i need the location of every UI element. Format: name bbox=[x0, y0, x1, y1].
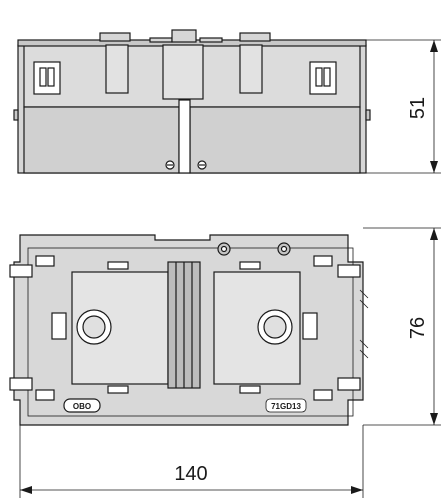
side-view-post bbox=[162, 44, 204, 100]
top-view-slot bbox=[239, 385, 261, 394]
side-view-center-slot bbox=[178, 99, 191, 174]
top-view-latch-right bbox=[302, 312, 318, 340]
side-view-tab bbox=[199, 37, 223, 43]
top-view-corner-clip bbox=[35, 255, 55, 267]
side-view-tab bbox=[149, 37, 173, 43]
top-view-corner-clip bbox=[35, 389, 55, 401]
brand-mark: OBO bbox=[73, 402, 91, 411]
top-view-corner-clip bbox=[313, 255, 333, 267]
top-view-slot bbox=[239, 261, 261, 270]
top-view-latch-left bbox=[51, 312, 67, 340]
part-number: 71GD13 bbox=[271, 402, 301, 411]
side-view-lower-right bbox=[189, 106, 361, 174]
top-view-inner-frame bbox=[27, 247, 354, 417]
side-view-tab bbox=[239, 32, 271, 42]
side-view-tab bbox=[99, 32, 131, 42]
top-view-edge-tab bbox=[337, 264, 361, 278]
dimension-lines bbox=[19, 39, 441, 498]
side-view-post bbox=[105, 44, 129, 94]
side-view-clip-right bbox=[309, 61, 337, 95]
side-view-lower-left bbox=[23, 106, 180, 174]
side-view-tab bbox=[171, 29, 197, 43]
dimension-width: 140 bbox=[174, 463, 207, 485]
side-view-clip-left bbox=[33, 61, 61, 95]
top-view-slot bbox=[107, 385, 129, 394]
top-view-edge-tab bbox=[9, 264, 33, 278]
part-label-box bbox=[265, 398, 307, 413]
side-view-post bbox=[239, 44, 263, 94]
dimension-top-height: 76 bbox=[407, 317, 429, 339]
top-view-slot bbox=[107, 261, 129, 270]
side-view bbox=[13, 29, 371, 174]
top-view-edge-tab bbox=[337, 377, 361, 391]
top-view-edge-tab bbox=[9, 377, 33, 391]
top-view bbox=[9, 234, 369, 426]
top-view-corner-clip bbox=[313, 389, 333, 401]
brand-badge bbox=[63, 398, 101, 413]
dimension-side-height: 51 bbox=[407, 97, 429, 119]
dimension-arrows bbox=[20, 40, 438, 494]
